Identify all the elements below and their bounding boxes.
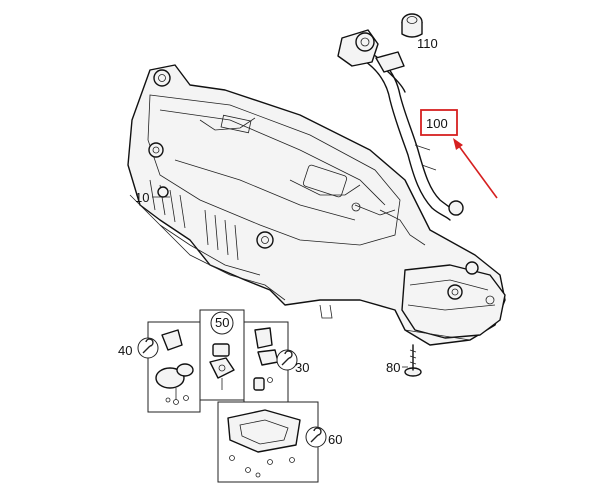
kit-50 xyxy=(199,309,245,401)
callout-50: 50 xyxy=(215,315,229,330)
wrench-icon xyxy=(276,349,298,371)
cap-part xyxy=(401,13,423,38)
callout-30: 30 xyxy=(295,360,309,375)
callout-40: 40 xyxy=(118,343,132,358)
callout-60: 60 xyxy=(328,432,342,447)
callout-100: 100 xyxy=(426,116,448,131)
highlight-arrow xyxy=(453,138,498,199)
wrench-icon xyxy=(137,337,159,359)
highlight-box xyxy=(420,109,458,136)
kit-40 xyxy=(147,321,201,413)
callout-80: 80 xyxy=(386,360,400,375)
hose-line xyxy=(337,29,464,221)
callout-110: 110 xyxy=(417,36,438,51)
wrench-icon xyxy=(305,426,327,448)
callout-10: 10 xyxy=(135,190,149,205)
bolt-part xyxy=(404,344,422,377)
kit-60 xyxy=(217,401,319,483)
tank-assembly xyxy=(127,64,506,346)
